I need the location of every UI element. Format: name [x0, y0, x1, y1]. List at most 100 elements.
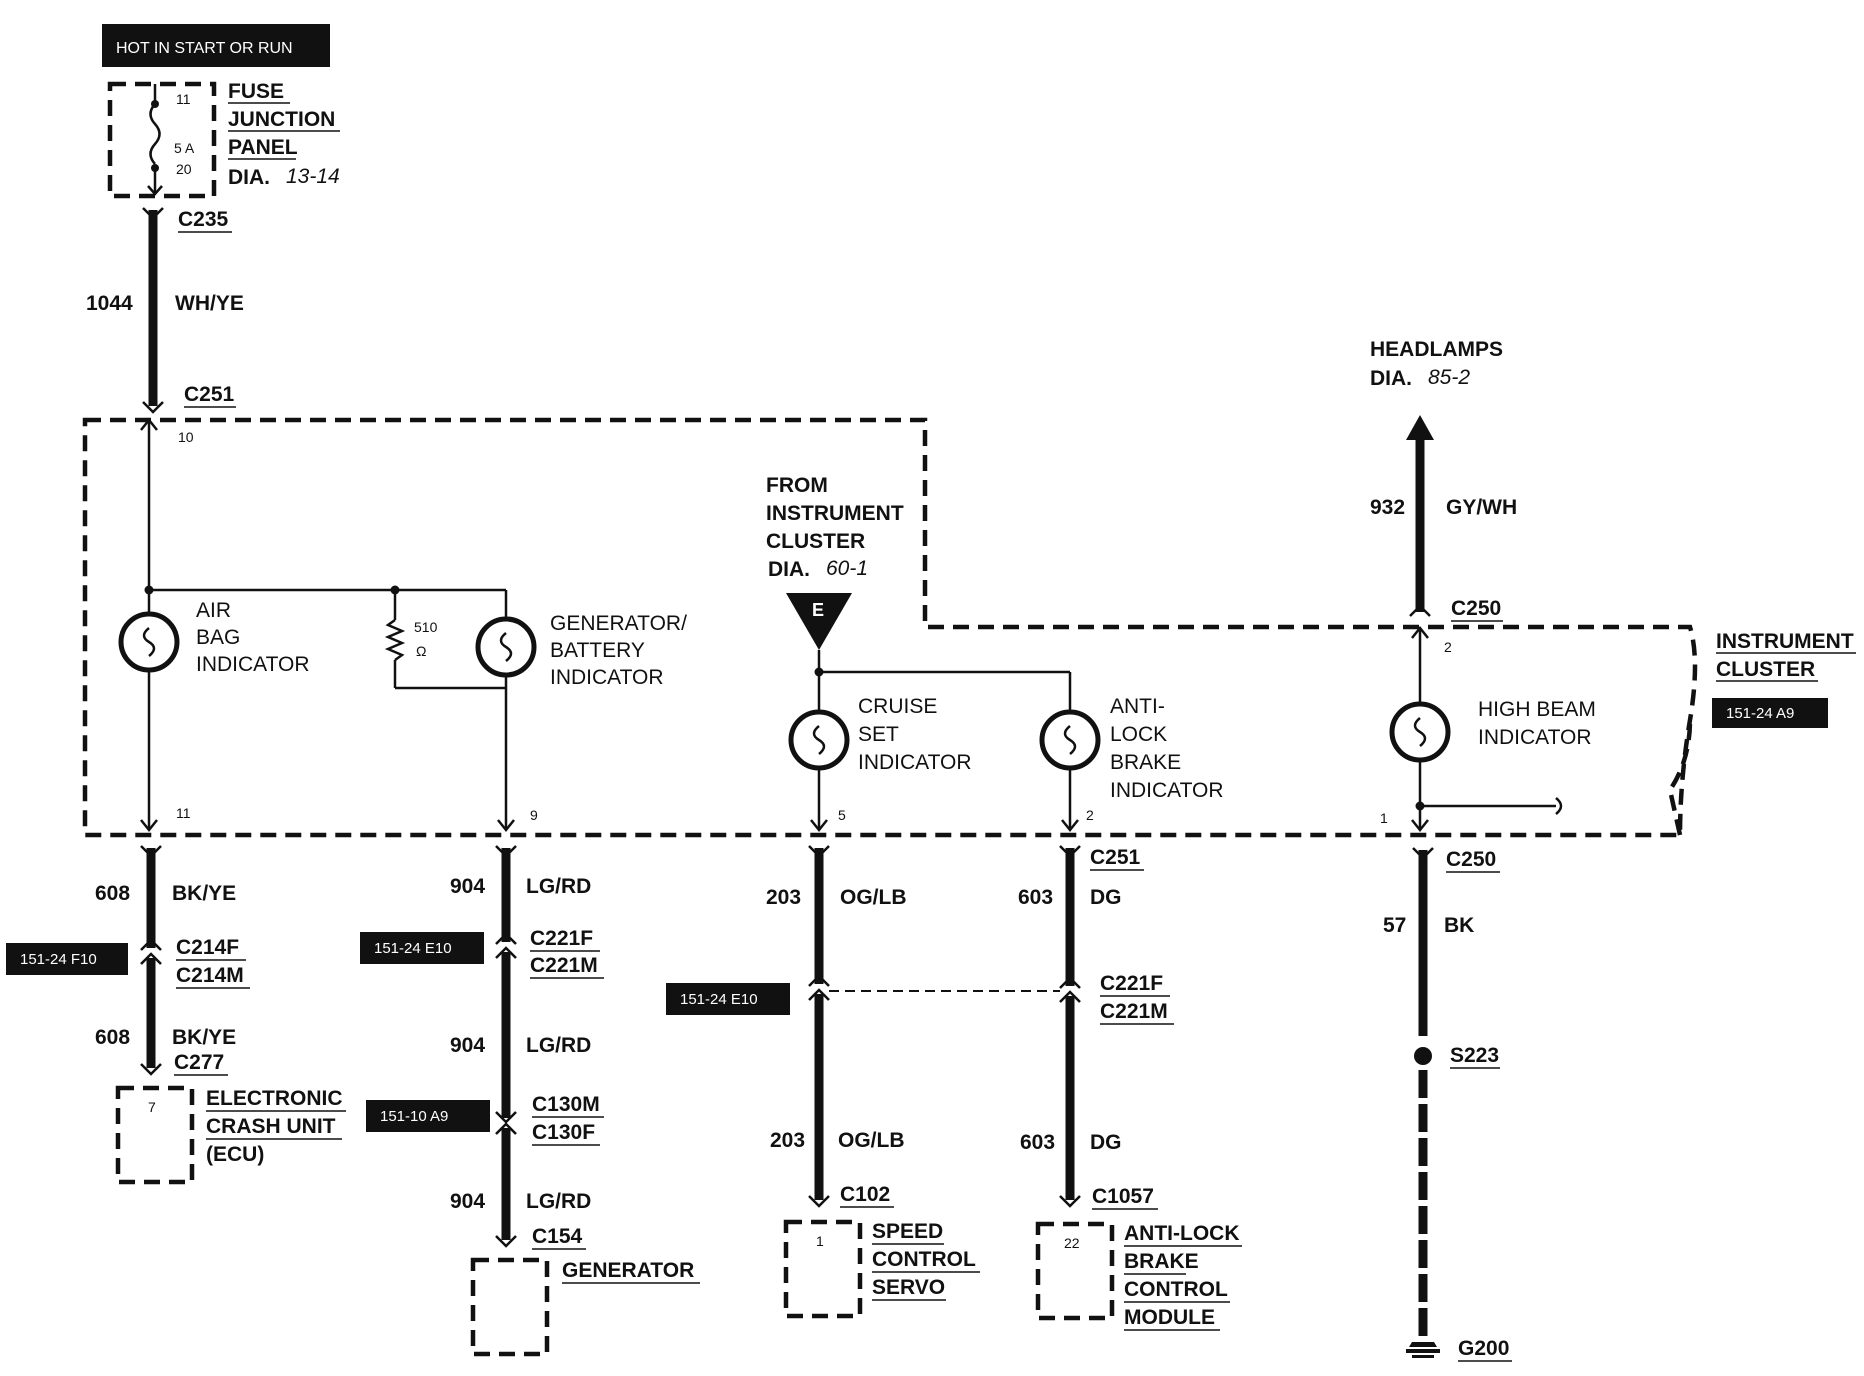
abs-wire-circuit-a: 603 [1018, 886, 1053, 909]
generator-ind-label-3: INDICATOR [550, 666, 664, 689]
fuse-panel-dia-ref: 13-14 [286, 165, 340, 188]
speed-module-box [783, 1219, 863, 1319]
airbag-label-1: AIR [196, 599, 231, 622]
airbag-label-2: BAG [196, 626, 240, 649]
highbeam-label-1: HIGH BEAM [1478, 698, 1596, 721]
speed-module-line3: SERVO [872, 1276, 945, 1299]
fuse-pin-top: 11 [176, 91, 191, 107]
from-cluster-dia-ref: 60-1 [826, 557, 868, 580]
fuse-rating: 5 A [174, 140, 195, 156]
gen-wire-color-b: LG/RD [526, 1034, 591, 1057]
ecu-module-line3: (ECU) [206, 1143, 264, 1166]
abs-pin: 22 [1064, 1235, 1080, 1251]
abs-wire-color-b: DG [1090, 1131, 1122, 1154]
gen-ref-text-b: 151-10 A9 [380, 1108, 448, 1125]
ecu-pin: 7 [148, 1099, 156, 1115]
connector-e-marker [786, 593, 852, 650]
speed-ref-box [666, 983, 790, 1015]
from-cluster-line1: FROM [766, 474, 828, 497]
power-source-box [102, 24, 330, 67]
abs-module-line1: ANTI-LOCK [1124, 1222, 1239, 1245]
power-source-label: HOT IN START OR RUN [116, 40, 293, 57]
resistor-icon [384, 618, 406, 662]
ecu-conn-end: C277 [174, 1051, 224, 1074]
abs-module-line3: CONTROL [1124, 1278, 1228, 1301]
speed-wire-color-a: OG/LB [840, 886, 907, 909]
ecu-wire-color-a: BK/YE [172, 882, 236, 905]
abs-module-line2: BRAKE [1124, 1250, 1199, 1273]
abs-conn-top: C251 [1090, 846, 1141, 869]
speed-module-line2: CONTROL [872, 1248, 976, 1271]
gen-conn-end: C154 [532, 1225, 583, 1248]
cluster-label-line1: INSTRUMENT [1716, 630, 1854, 653]
abs-ind-label-4: INDICATOR [1110, 779, 1224, 802]
speed-wire-color-b: OG/LB [838, 1129, 905, 1152]
ecu-wire-color-b: BK/YE [172, 1026, 236, 1049]
instrument-cluster-outline [82, 417, 1698, 838]
ecu-ref-box [6, 943, 128, 975]
headlamps-dia-ref: 85-2 [1428, 366, 1470, 389]
abs-wire-color-a: DG [1090, 886, 1122, 909]
cluster-ref-text: 151-24 A9 [1726, 705, 1794, 722]
ecu-wire-circuit-b: 608 [95, 1026, 130, 1049]
generator-ind-label-1: GENERATOR/ [550, 612, 687, 635]
ground-wire-color: BK [1444, 914, 1474, 937]
gen-conn-m2: C130M [532, 1093, 600, 1116]
gen-ref-box-b [366, 1100, 490, 1132]
wire-1044-circuit: 1044 [86, 292, 133, 315]
ecu-conn-m: C214M [176, 964, 244, 987]
ground-conn-top: C250 [1446, 848, 1496, 871]
gen-conn-m: C221M [530, 954, 598, 977]
generator-lamp-icon [475, 616, 537, 678]
fuse-pin-bottom: 20 [176, 161, 192, 177]
fuse-panel-box [107, 81, 217, 199]
abs-module-box [1035, 1221, 1115, 1321]
airbag-label-3: INDICATOR [196, 653, 310, 676]
abs-ind-label-3: BRAKE [1110, 751, 1181, 774]
gen-wire-circuit-c: 904 [450, 1190, 485, 1213]
gen-ref-box-a [360, 932, 484, 964]
abs-conn-f: C221F [1100, 972, 1163, 995]
highbeam-switch-icon [1555, 797, 1563, 815]
fuse-icon [147, 84, 163, 196]
fuse-panel-line3: PANEL [228, 136, 298, 159]
abs-lamp-icon [1039, 709, 1101, 771]
ground-g200-icon [1406, 1342, 1440, 1358]
highbeam-label-2: INDICATOR [1478, 726, 1592, 749]
cluster-label-line2: CLUSTER [1716, 658, 1815, 681]
fuse-panel-dia-prefix: DIA. [228, 166, 270, 189]
cluster-pin-10: 10 [178, 429, 194, 445]
generator-module-label: GENERATOR [562, 1259, 694, 1282]
abs-conn-end: C1057 [1092, 1185, 1154, 1208]
wire-932-circuit: 932 [1370, 496, 1405, 519]
wire-1044-color: WH/YE [175, 292, 244, 315]
resistor-value: 510 [414, 619, 438, 635]
generator-ind-label-2: BATTERY [550, 639, 645, 662]
headlamps-arrow-icon [1406, 415, 1434, 440]
speed-wire-circuit-b: 203 [770, 1129, 805, 1152]
cruise-lamp-icon [788, 709, 850, 771]
ecu-wire-circuit-a: 608 [95, 882, 130, 905]
gen-wire-circuit-a: 904 [450, 875, 485, 898]
abs-ind-label-1: ANTI- [1110, 695, 1165, 718]
from-cluster-dia-prefix: DIA. [768, 558, 810, 581]
airbag-lamp-icon [118, 611, 180, 673]
gen-ref-text-a: 151-24 E10 [374, 940, 452, 957]
ecu-conn-f: C214F [176, 936, 239, 959]
speed-pin: 1 [816, 1233, 824, 1249]
headlamps-label: HEADLAMPS [1370, 338, 1503, 361]
from-cluster-line2: INSTRUMENT [766, 502, 904, 525]
splice-s223-dot [1414, 1047, 1432, 1065]
gen-wire-color-a: LG/RD [526, 875, 591, 898]
cruise-label-1: CRUISE [858, 695, 937, 718]
resistor-unit: Ω [416, 643, 426, 659]
ecu-module-box [115, 1085, 195, 1185]
gen-conn-f2: C130F [532, 1121, 595, 1144]
abs-ind-label-2: LOCK [1110, 723, 1167, 746]
gen-conn-f: C221F [530, 927, 593, 950]
cluster-pin-11: 11 [176, 805, 191, 821]
speed-wire-circuit-a: 203 [766, 886, 801, 909]
cluster-pin-1: 1 [1380, 810, 1388, 826]
cluster-ref-box [1712, 698, 1828, 728]
gen-wire-color-c: LG/RD [526, 1190, 591, 1213]
